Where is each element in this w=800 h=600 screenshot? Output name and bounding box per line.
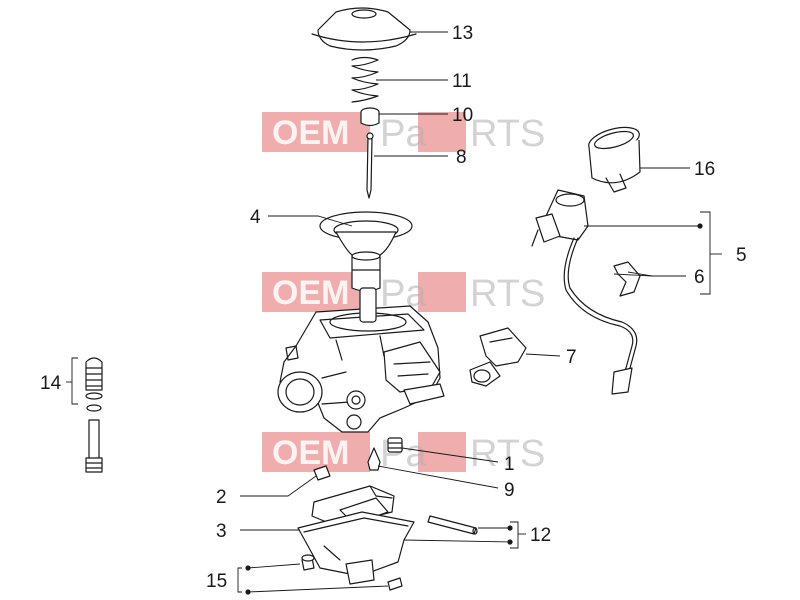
callout-16: 16 [694, 159, 715, 180]
part-needle-holder [360, 107, 380, 127]
part-sleeve [588, 126, 641, 193]
callout-1: 1 [504, 454, 515, 475]
callout-5: 5 [736, 245, 747, 266]
callout-14: 14 [40, 373, 62, 394]
part-spring [351, 56, 379, 103]
callout-12: 12 [530, 525, 551, 546]
callout-9: 9 [504, 480, 515, 501]
part-bowl-screws [301, 554, 403, 591]
leader-lines [66, 31, 722, 593]
callout-2: 2 [216, 487, 227, 508]
part-top-cover [311, 7, 417, 51]
part-carburetor-body [277, 287, 445, 433]
callout-7: 7 [566, 347, 577, 368]
callout-labels: 13 11 10 8 4 16 5 6 7 14 1 9 2 3 12 15 [40, 23, 747, 592]
part-auto-choke [531, 189, 638, 395]
callout-15: 15 [206, 571, 227, 592]
watermark-bottom: OEM Pa RTS [262, 432, 545, 475]
watermark-middle: OEM Pa RTS [262, 272, 545, 315]
part-choke-actuator [469, 327, 527, 387]
callout-13: 13 [452, 23, 473, 44]
watermark-top-mid: Pa [380, 113, 427, 155]
watermark-middle-right: RTS [470, 273, 545, 315]
callout-6: 6 [694, 267, 705, 288]
callout-4: 4 [250, 207, 261, 228]
part-clip [613, 261, 641, 297]
callout-10: 10 [452, 105, 473, 126]
watermark-bottom-right: RTS [470, 433, 545, 475]
watermark-top-left: OEM [272, 114, 349, 152]
part-mixture-screw [85, 357, 103, 473]
callout-11: 11 [452, 71, 472, 92]
part-float-bowl [297, 511, 415, 585]
part-main-jet [313, 465, 331, 481]
leader-dots [245, 223, 703, 595]
callout-3: 3 [216, 521, 227, 542]
watermark-bottom-left: OEM [272, 434, 349, 472]
watermark-middle-left: OEM [272, 274, 349, 312]
watermark-top-right: RTS [470, 113, 545, 155]
watermark-top: OEM Pa RTS [262, 112, 545, 155]
watermark-bottom-mid: Pa [380, 433, 427, 475]
part-float-pin [427, 515, 478, 535]
part-jet-holder [387, 437, 403, 453]
callout-8: 8 [456, 147, 467, 168]
part-jet-needle [366, 132, 374, 199]
